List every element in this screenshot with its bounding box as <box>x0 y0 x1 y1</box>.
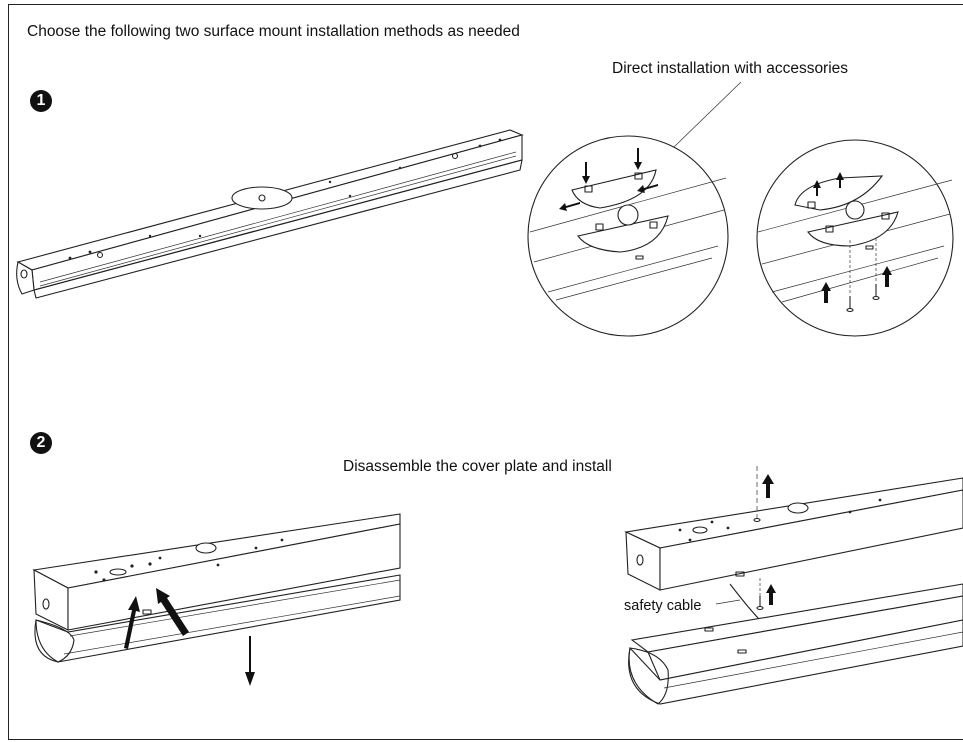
detail-circle-slide-plate <box>527 135 729 337</box>
detail-circle-screw-fix <box>756 139 954 337</box>
fixture-cover-removal <box>32 513 401 686</box>
header-instruction: Choose the following two surface mount i… <box>27 23 520 40</box>
diagram-frame <box>8 4 963 740</box>
method-1-badge: 1 <box>30 90 52 112</box>
method-2-badge: 2 <box>30 432 52 454</box>
method-1-caption: Direct installation with accessories <box>612 60 849 77</box>
fixture-safety-cable <box>624 466 963 705</box>
safety-cable-label: safety cable <box>624 598 702 614</box>
fixture-full-view <box>16 129 524 299</box>
method-2-caption: Disassemble the cover plate and install <box>343 458 612 475</box>
